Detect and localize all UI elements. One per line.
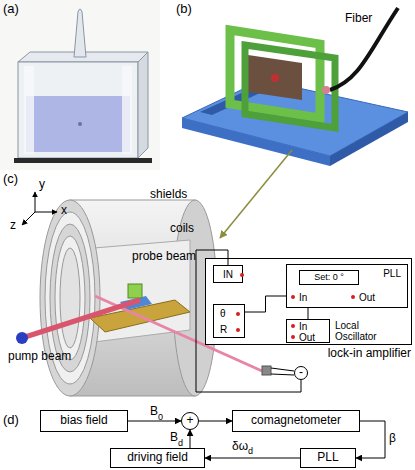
signal-label: B bbox=[170, 431, 178, 443]
connector bbox=[356, 421, 385, 458]
oscillator-box: InOutLocal Oscillator bbox=[286, 319, 330, 343]
process-box: comagnetometer bbox=[232, 410, 360, 432]
panel-label: (b) bbox=[176, 2, 192, 15]
node-text: Local Oscillator bbox=[335, 320, 397, 342]
magnetic-shields bbox=[40, 200, 217, 396]
connector bbox=[245, 296, 286, 312]
process-box: bias field bbox=[40, 410, 128, 432]
fiber-ferrule bbox=[322, 86, 330, 94]
node-text: comagnetometer bbox=[251, 414, 341, 427]
node-text: IN bbox=[223, 269, 233, 280]
cell-side-face bbox=[138, 52, 148, 158]
coil-frame bbox=[245, 45, 335, 128]
part-name: shields bbox=[150, 188, 187, 200]
axis-arrow bbox=[35, 192, 36, 212]
pump-beam bbox=[22, 300, 140, 338]
signal-subscript: 0 bbox=[158, 413, 163, 422]
panel-label: (d) bbox=[3, 413, 19, 426]
node-text: driving field bbox=[127, 451, 188, 464]
signal-label: β bbox=[389, 432, 396, 444]
cell-center bbox=[78, 122, 82, 126]
sensor-model bbox=[182, 8, 408, 166]
base-side bbox=[330, 112, 408, 166]
node-text: bias field bbox=[60, 414, 107, 427]
node-text: Out bbox=[359, 292, 375, 303]
cell-pillar bbox=[122, 66, 132, 154]
output-box: θR bbox=[213, 304, 245, 338]
photo-background bbox=[0, 0, 160, 170]
shield-layer bbox=[60, 248, 80, 348]
node-text: In bbox=[299, 292, 307, 303]
photo-base bbox=[14, 158, 152, 163]
panel-label: (a) bbox=[3, 2, 19, 15]
signal-label: δω bbox=[232, 440, 248, 452]
process-box: driving field bbox=[110, 448, 205, 468]
part-name: coils bbox=[170, 222, 194, 234]
part-name: pump beam bbox=[8, 350, 71, 362]
subtractor-circle: - bbox=[294, 366, 308, 380]
port-dot bbox=[291, 335, 295, 339]
pump-source bbox=[16, 332, 28, 344]
node-text: In bbox=[299, 321, 307, 332]
beam-splitter bbox=[262, 366, 271, 375]
cell-window bbox=[271, 74, 279, 82]
port-dot bbox=[236, 328, 240, 332]
axis-label: y bbox=[39, 178, 45, 190]
connector bbox=[199, 421, 232, 422]
lock-in-box: lock-in amplifierINPLLInOutSet: 0 °θRInO… bbox=[205, 258, 412, 345]
process-box: PLL bbox=[300, 448, 356, 468]
input-box: IN bbox=[213, 265, 243, 283]
vapor-cell-photo bbox=[0, 0, 160, 170]
panel-label: (c) bbox=[3, 172, 18, 185]
axis-label: x bbox=[61, 204, 67, 216]
node-text: θ bbox=[220, 308, 226, 319]
connector bbox=[128, 421, 181, 422]
zoom-arrow bbox=[220, 150, 292, 238]
signal-subscript: d bbox=[248, 447, 253, 456]
node-text: PLL bbox=[383, 268, 401, 279]
port-dot bbox=[236, 312, 240, 316]
part-name: Fiber bbox=[345, 12, 372, 24]
pll-box: PLL In Out Set: 0 ° bbox=[286, 264, 408, 308]
port-dot bbox=[240, 273, 244, 277]
axis-arrow bbox=[22, 212, 35, 225]
shield-layer bbox=[40, 200, 100, 396]
cell-stem bbox=[74, 9, 86, 57]
node-text: + bbox=[186, 414, 193, 427]
node-text: PLL bbox=[317, 451, 338, 464]
signal-label: B bbox=[150, 405, 158, 417]
port-dot bbox=[351, 295, 355, 299]
cell-pillar bbox=[24, 66, 34, 154]
connector bbox=[308, 308, 309, 319]
node-text: lock-in amplifier bbox=[328, 347, 411, 360]
node-text: R bbox=[220, 324, 227, 335]
axis-label: z bbox=[10, 219, 16, 231]
connector bbox=[205, 458, 300, 459]
axis-arrow bbox=[35, 212, 57, 213]
setpoint-box: Set: 0 ° bbox=[299, 270, 359, 285]
cell-interior bbox=[26, 96, 130, 152]
port-dot bbox=[291, 295, 295, 299]
shield-layer bbox=[55, 236, 85, 360]
node-text: Out bbox=[299, 332, 315, 343]
signal-subscript: d bbox=[178, 439, 183, 448]
cell-block bbox=[128, 284, 142, 298]
connector bbox=[190, 430, 191, 448]
detector-wire bbox=[271, 368, 294, 371]
fiber-cable bbox=[330, 8, 398, 90]
port-dot bbox=[291, 324, 295, 328]
cell-front-face bbox=[18, 62, 138, 158]
cell-holder bbox=[248, 55, 302, 100]
detector-wire bbox=[271, 374, 294, 375]
node-text: Set: 0 ° bbox=[314, 273, 344, 283]
node-text: - bbox=[299, 366, 303, 379]
connector bbox=[196, 250, 301, 392]
summing-junction: + bbox=[181, 412, 199, 430]
part-name: probe beam bbox=[132, 250, 196, 262]
